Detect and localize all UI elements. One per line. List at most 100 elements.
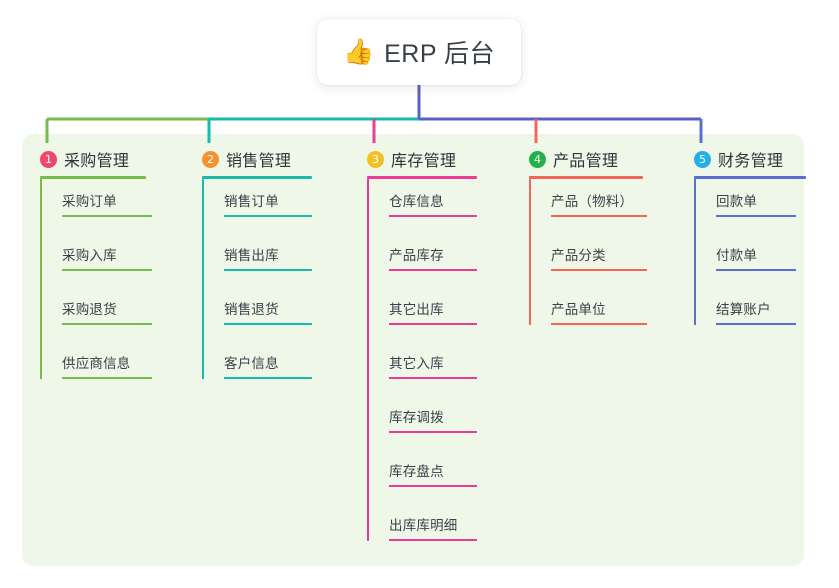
branch-item-rule [551, 215, 647, 217]
branch-item-rule [389, 539, 477, 541]
branch-item-label: 其它入库 [389, 356, 444, 372]
branch-item-rule [389, 269, 477, 271]
branch-item-rule [389, 215, 477, 217]
branch-header-rule [529, 176, 643, 179]
branch-number-badge: 5 [694, 150, 711, 168]
branch-item-label: 产品分类 [551, 248, 606, 264]
branch-spine [202, 179, 204, 379]
root-node-content: 👍 ERP 后台 [343, 34, 495, 70]
branch-item-label: 库存调拨 [389, 410, 444, 426]
branch-title: 销售管理 [226, 153, 292, 170]
branch-item-rule [389, 377, 477, 379]
branch-item-label: 销售出库 [224, 248, 279, 264]
branch-header-5[interactable]: 5 财务管理 [694, 148, 806, 170]
branch-item[interactable]: 客户信息 [202, 325, 312, 379]
branch-item[interactable]: 出库库明细 [367, 487, 477, 541]
thumbs-up-icon: 👍 [342, 37, 375, 66]
branch-item-rule [224, 269, 312, 271]
branch-item-label: 产品（物料） [551, 194, 634, 210]
branch-item-label: 供应商信息 [62, 356, 131, 372]
branch-item-rule [62, 269, 152, 271]
branch-item-label: 采购退货 [62, 302, 117, 318]
branch-item-label: 采购订单 [62, 194, 117, 210]
branch-item-label: 回款单 [716, 194, 758, 210]
branch-item-label: 客户信息 [224, 356, 279, 372]
branch-item-list: 产品（物料） 产品分类产品单位 [529, 179, 647, 325]
root-node[interactable]: 👍 ERP 后台 [317, 19, 521, 85]
branch-item[interactable]: 产品单位 [529, 271, 647, 325]
branch-header-3[interactable]: 3 库存管理 [367, 148, 477, 170]
branch-item-label: 产品单位 [551, 302, 606, 318]
branch-item[interactable]: 销售出库 [202, 217, 312, 271]
branch-item-rule [716, 215, 796, 217]
branches-panel [22, 134, 804, 566]
branch-title: 产品管理 [553, 153, 619, 170]
branch-item-rule [389, 485, 477, 487]
branch-header-rule [202, 176, 312, 179]
branch-title: 财务管理 [718, 153, 784, 170]
branch-item-label: 库存盘点 [389, 464, 444, 480]
branch-item[interactable]: 采购订单 [40, 179, 152, 217]
branch-item-list: 销售订单销售出库销售退货客户信息 [202, 179, 312, 379]
branch-spine [367, 179, 369, 541]
branch-spine [40, 179, 42, 379]
branch-column-4: 4 产品管理产品（物料） 产品分类产品单位 [529, 148, 647, 325]
branch-header-2[interactable]: 2 销售管理 [202, 148, 312, 170]
branch-spine [529, 179, 531, 325]
branch-item-rule [716, 323, 796, 325]
branch-number-badge: 4 [529, 150, 546, 168]
branch-item-rule [62, 215, 152, 217]
branch-item[interactable]: 供应商信息 [40, 325, 152, 379]
branch-item-list: 采购订单采购入库采购退货供应商信息 [40, 179, 152, 379]
branch-item-list: 仓库信息产品库存其它出库其它入库库存调拨库存盘点出库库明细 [367, 179, 477, 541]
root-node-label: ERP 后台 [384, 40, 496, 68]
branch-item[interactable]: 产品（物料） [529, 179, 647, 217]
branch-item[interactable]: 结算账户 [694, 271, 806, 325]
branch-item[interactable]: 库存调拨 [367, 379, 477, 433]
branch-item[interactable]: 销售订单 [202, 179, 312, 217]
branch-item[interactable]: 付款单 [694, 217, 806, 271]
branch-item-label: 产品库存 [389, 248, 444, 264]
branch-number-badge: 3 [367, 150, 384, 168]
branch-item-label: 结算账户 [716, 302, 771, 318]
branch-item-rule [62, 377, 152, 379]
branch-item[interactable]: 其它出库 [367, 271, 477, 325]
branch-item-label: 采购入库 [62, 248, 117, 264]
branch-column-5: 5 财务管理回款单付款单结算账户 [694, 148, 806, 325]
branch-item[interactable]: 产品库存 [367, 217, 477, 271]
branch-item-label: 出库库明细 [389, 518, 458, 534]
branch-item-rule [551, 269, 647, 271]
branch-item[interactable]: 其它入库 [367, 325, 477, 379]
branch-item-rule [551, 323, 647, 325]
branch-item[interactable]: 采购入库 [40, 217, 152, 271]
branch-item-rule [389, 323, 477, 325]
branch-column-2: 2 销售管理销售订单销售出库销售退货客户信息 [202, 148, 312, 379]
branch-item[interactable]: 采购退货 [40, 271, 152, 325]
branch-title: 采购管理 [64, 153, 130, 170]
branch-item-label: 仓库信息 [389, 194, 444, 210]
branch-number-badge: 2 [202, 150, 219, 168]
branch-item[interactable]: 仓库信息 [367, 179, 477, 217]
branch-item-rule [224, 323, 312, 325]
branch-item-rule [224, 215, 312, 217]
branch-header-rule [40, 176, 146, 179]
branch-header-rule [694, 176, 806, 179]
branch-column-3: 3 库存管理仓库信息产品库存其它出库其它入库库存调拨库存盘点出库库明细 [367, 148, 477, 541]
branch-spine [694, 179, 696, 325]
branch-item[interactable]: 产品分类 [529, 217, 647, 271]
branch-item-rule [62, 323, 152, 325]
branch-item-label: 付款单 [716, 248, 758, 264]
branch-item[interactable]: 回款单 [694, 179, 806, 217]
branch-item[interactable]: 销售退货 [202, 271, 312, 325]
branch-header-4[interactable]: 4 产品管理 [529, 148, 647, 170]
branch-title: 库存管理 [391, 153, 457, 170]
branch-header-rule [367, 176, 477, 179]
branch-item[interactable]: 库存盘点 [367, 433, 477, 487]
branch-item-rule [389, 431, 477, 433]
branch-item-label: 销售订单 [224, 194, 279, 210]
branch-item-rule [224, 377, 312, 379]
branch-item-rule [716, 269, 796, 271]
branch-item-label: 销售退货 [224, 302, 279, 318]
